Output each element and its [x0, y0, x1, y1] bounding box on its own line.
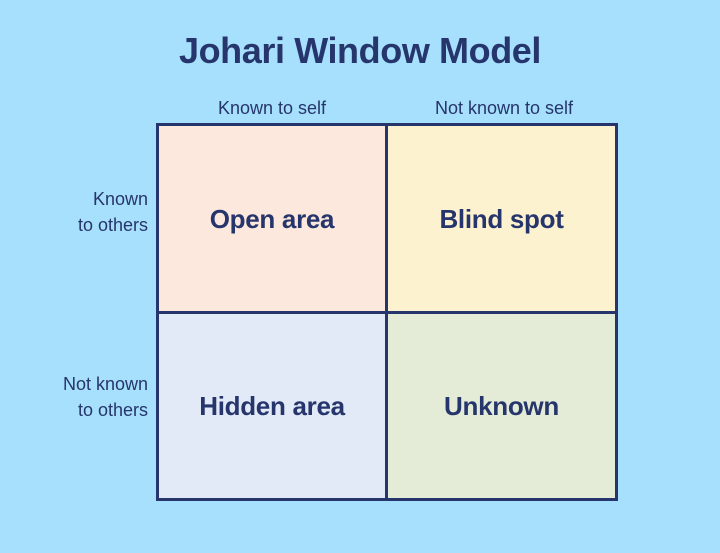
row-header-not-known-to-others: Not known to others: [8, 371, 148, 423]
quadrant-unknown[interactable]: Unknown: [388, 314, 615, 498]
row-header-not-known-to-others-line2: to others: [77, 400, 148, 420]
quadrant-hidden-area[interactable]: Hidden area: [159, 314, 388, 498]
column-header-known-to-self: Known to self: [217, 98, 327, 118]
johari-grid: Open area Blind spot Hidden area Unknown: [156, 123, 618, 501]
row-header-known-to-others-line1: Known: [92, 189, 148, 209]
row-header-not-known-to-others-line1: Not known: [62, 374, 148, 394]
quadrant-blind-spot[interactable]: Blind spot: [388, 126, 615, 314]
quadrant-blind-spot-label: Blind spot: [439, 203, 564, 234]
column-header-not-known-to-self: Not known to self: [434, 98, 574, 118]
quadrant-unknown-label: Unknown: [444, 391, 559, 421]
row-header-known-to-others: Known to others: [8, 186, 148, 238]
quadrant-hidden-area-label: Hidden area: [199, 391, 345, 421]
row-header-known-to-others-line2: to others: [77, 215, 148, 235]
quadrant-open-area-label: Open area: [209, 203, 335, 234]
page-title: Johari Window Model: [178, 30, 542, 71]
quadrant-open-area[interactable]: Open area: [159, 126, 388, 314]
